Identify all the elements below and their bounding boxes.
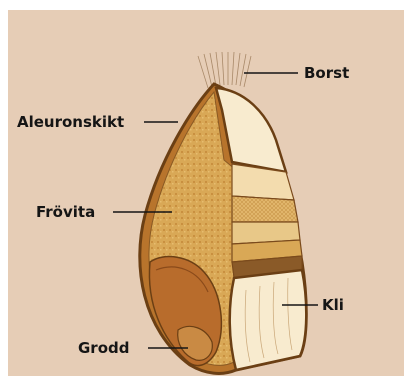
bran-skin bbox=[230, 270, 307, 370]
label-borst: Borst bbox=[304, 64, 349, 82]
brush-hairs bbox=[198, 52, 251, 88]
label-grodd: Grodd bbox=[78, 339, 130, 357]
bran-layers bbox=[232, 164, 302, 278]
label-frovita: Frövita bbox=[36, 203, 95, 221]
label-aleuronskikt: Aleuronskikt bbox=[17, 113, 124, 131]
label-kli: Kli bbox=[322, 296, 344, 314]
